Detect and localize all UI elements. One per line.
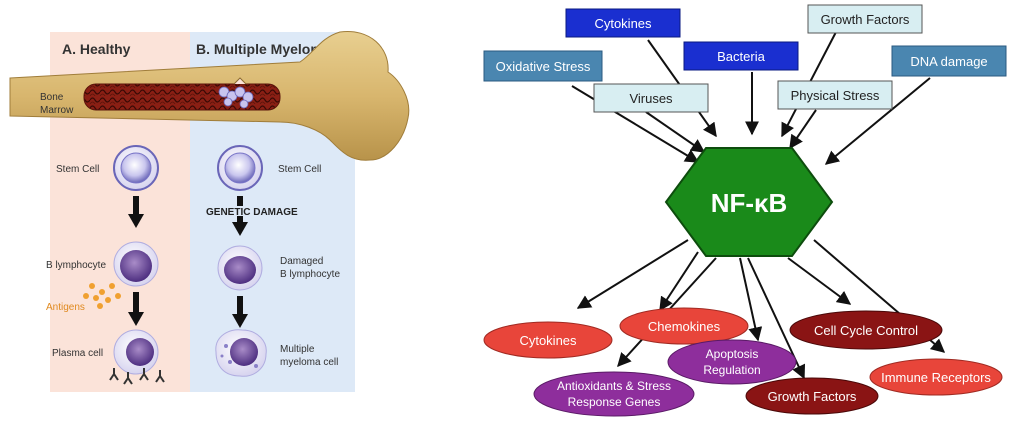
output-label-chemokines: Chemokines bbox=[648, 319, 721, 334]
b-lymphocyte-label: B lymphocyte bbox=[46, 260, 106, 271]
input-label-dna-damage: DNA damage bbox=[910, 54, 987, 69]
plasma-cell-label: Plasma cell bbox=[52, 348, 103, 359]
arrow-to-cell-cycle bbox=[787, 257, 852, 305]
nfkb-network: NF-κB Cytokines Growth Factors Oxidative… bbox=[470, 0, 1024, 424]
output-label-cell-cycle-control: Cell Cycle Control bbox=[814, 323, 918, 338]
myeloma-arrow-1 bbox=[232, 196, 248, 236]
input-label-growth-factors: Growth Factors bbox=[821, 12, 910, 27]
myeloma-stem-cell bbox=[217, 145, 263, 191]
bone-label: Bone bbox=[40, 92, 64, 103]
output-cytokines: Cytokines bbox=[483, 321, 613, 359]
output-apoptosis-regulation: Apoptosis Regulation bbox=[667, 339, 797, 385]
arrow-oxidative-stress bbox=[571, 85, 700, 163]
myeloma-title: B. Multiple Myeloma bbox=[196, 41, 331, 57]
healthy-title: A. Healthy bbox=[62, 41, 131, 57]
input-box-bacteria: Bacteria bbox=[683, 41, 799, 71]
output-immune-receptors: Immune Receptors bbox=[869, 358, 1003, 396]
output-label-regulation: Regulation bbox=[703, 363, 760, 377]
damaged-label: Damaged bbox=[280, 256, 323, 267]
nfkb-hexagon: NF-κB bbox=[664, 147, 834, 257]
arrow-to-apoptosis bbox=[739, 257, 763, 342]
marrow-label: Marrow bbox=[40, 105, 74, 116]
input-box-dna-damage: DNA damage bbox=[891, 45, 1007, 77]
arrow-to-cytokines bbox=[576, 239, 689, 309]
arrow-dna-damage bbox=[824, 77, 931, 165]
arrow-to-chemokines bbox=[659, 251, 699, 312]
input-box-oxidative-stress: Oxidative Stress bbox=[483, 50, 603, 82]
myeloma-illustration-svg: A. Healthy B. Multiple Myeloma Bone Marr… bbox=[9, 31, 410, 392]
damaged-b-lymphocyte-label: B lymphocyte bbox=[280, 269, 340, 280]
myeloma-stem-cell-label: Stem Cell bbox=[278, 164, 321, 175]
input-label-cytokines: Cytokines bbox=[594, 16, 652, 31]
output-cell-cycle-control: Cell Cycle Control bbox=[789, 310, 943, 350]
output-label-growth-factors: Growth Factors bbox=[768, 389, 857, 404]
myeloma-illustration: A. Healthy B. Multiple Myeloma Bone Marr… bbox=[0, 0, 420, 424]
myeloma-arrow-2 bbox=[232, 296, 248, 328]
antigens-label: Antigens bbox=[46, 302, 85, 313]
b-lymphocyte-cell bbox=[113, 241, 159, 287]
healthy-arrow-2 bbox=[128, 292, 144, 326]
damaged-b-lymphocyte-cell bbox=[217, 245, 263, 291]
output-label-cytokines: Cytokines bbox=[519, 333, 577, 348]
input-box-growth-factors: Growth Factors bbox=[807, 4, 923, 34]
output-label-antioxidants: Antioxidants & Stress bbox=[557, 379, 671, 393]
myeloma-cell-label: myeloma cell bbox=[280, 357, 338, 368]
output-label-immune-receptors: Immune Receptors bbox=[881, 370, 991, 385]
output-label-response-genes: Response Genes bbox=[568, 395, 661, 409]
input-box-physical-stress: Physical Stress bbox=[777, 80, 893, 110]
input-box-cytokines: Cytokines bbox=[565, 8, 681, 38]
healthy-stem-cell bbox=[113, 145, 159, 191]
input-label-viruses: Viruses bbox=[629, 91, 673, 106]
healthy-arrow-1 bbox=[128, 196, 144, 228]
healthy-stem-cell-label: Stem Cell bbox=[56, 164, 99, 175]
input-label-physical-stress: Physical Stress bbox=[791, 88, 880, 103]
input-label-oxidative-stress: Oxidative Stress bbox=[496, 59, 591, 74]
output-label-apoptosis: Apoptosis bbox=[706, 347, 759, 361]
arrow-viruses bbox=[645, 111, 706, 153]
plasma-cell bbox=[113, 329, 159, 375]
output-chemokines: Chemokines bbox=[619, 307, 749, 345]
nfkb-label: NF-κB bbox=[711, 188, 788, 218]
myeloma-cell-cluster bbox=[218, 77, 254, 109]
input-box-viruses: Viruses bbox=[593, 83, 709, 113]
antibody-icons bbox=[109, 368, 165, 385]
nfkb-network-svg: NF-κB Cytokines Growth Factors Oxidative… bbox=[483, 4, 1007, 417]
genetic-damage-label: GENETIC DAMAGE bbox=[206, 207, 298, 218]
arrow-physical-stress bbox=[789, 109, 817, 150]
multiple-myeloma-cell bbox=[215, 329, 267, 377]
antigen-dots bbox=[83, 283, 121, 309]
multiple-label: Multiple bbox=[280, 344, 315, 355]
bone-illustration bbox=[9, 31, 410, 161]
output-growth-factors: Growth Factors bbox=[745, 377, 879, 415]
input-label-bacteria: Bacteria bbox=[717, 49, 765, 64]
output-antioxidants: Antioxidants & Stress Response Genes bbox=[533, 371, 695, 417]
